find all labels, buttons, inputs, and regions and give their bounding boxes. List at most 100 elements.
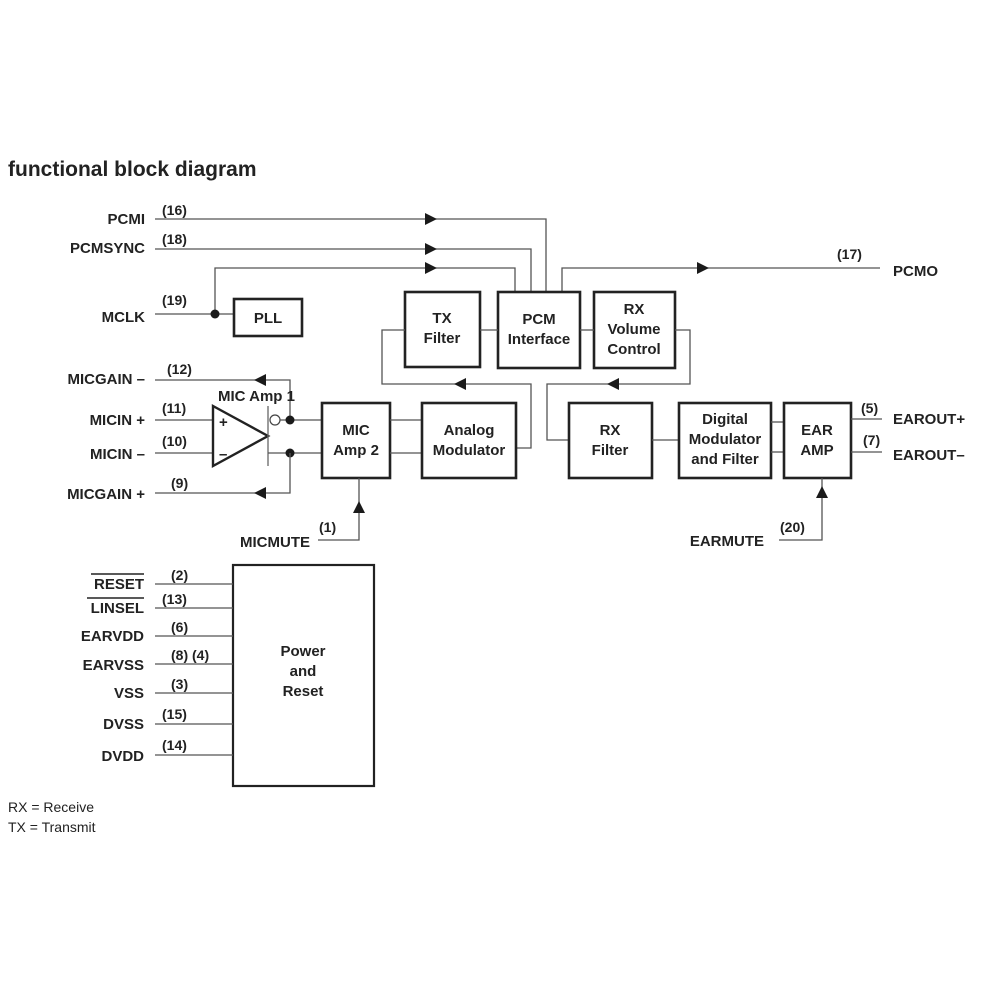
pll-block	[232, 297, 304, 338]
pin-label-pcmo: PCMO	[893, 263, 938, 280]
arrow-micgain-plus-icon	[254, 487, 266, 499]
opamp-plus-sign: +	[219, 414, 228, 431]
pin-number-linsel: (13)	[162, 591, 187, 607]
ear-amp-label-2: AMP	[800, 442, 833, 459]
arrow-pcmo-icon	[697, 262, 709, 274]
rx-volume-label-3: Control	[607, 341, 660, 358]
wire-earmute	[779, 478, 823, 541]
wire-pcmo	[561, 267, 880, 292]
pin-label-reset: RESET	[94, 576, 144, 593]
power-pin-earvss: EARVSS (8) (4)	[83, 647, 233, 674]
arrow-micgain-minus-icon	[254, 374, 266, 386]
opamp-minus-sign: –	[219, 446, 227, 463]
pin-label-earout-minus: EAROUT–	[893, 447, 965, 464]
wire-mclk-pcm	[214, 267, 516, 314]
rx-filter-label-1: RX	[600, 422, 621, 439]
diagram-title: functional block diagram	[8, 158, 257, 181]
pcm-interface-label-1: PCM	[522, 311, 555, 328]
pin-number-earout-minus: (7)	[863, 432, 880, 448]
wire-micgain-plus	[155, 453, 291, 494]
power-reset-label-2: and	[290, 663, 317, 680]
pin-label-earvss: EARVSS	[83, 657, 144, 674]
arrow-pcmi-icon	[425, 213, 437, 225]
rx-filter-block	[567, 401, 654, 480]
pin-label-mclk: MCLK	[102, 309, 145, 326]
wire-micgain-minus	[155, 379, 291, 420]
pin-label-pcmsync: PCMSYNC	[70, 240, 145, 257]
power-pin-earvdd: EARVDD (6)	[81, 619, 233, 645]
pin-number-earvss: (8) (4)	[171, 647, 209, 663]
power-pin-dvss: DVSS (15)	[103, 706, 233, 733]
arrow-tx-loop-icon	[454, 378, 466, 390]
arrow-rx-loop-icon	[607, 378, 619, 390]
pin-number-micin-plus: (11)	[162, 400, 186, 416]
tx-filter-label-1: TX	[432, 310, 451, 327]
pin-label-earvdd: EARVDD	[81, 628, 144, 645]
digital-modulator-block	[677, 401, 773, 480]
rx-filter-label-2: Filter	[592, 442, 629, 459]
wire-micmute	[318, 478, 360, 541]
pll-label: PLL	[254, 310, 282, 327]
pin-label-pcmi: PCMI	[108, 211, 146, 228]
pin-number-pcmi: (16)	[162, 202, 187, 218]
pin-number-micgain-plus: (9)	[171, 475, 188, 491]
pin-number-micgain-minus: (12)	[167, 361, 192, 377]
legend-rx: RX = Receive	[8, 799, 94, 815]
junction-dot-icon	[210, 309, 220, 319]
pcm-interface-label-2: Interface	[508, 331, 571, 348]
tx-filter-label-2: Filter	[424, 330, 461, 347]
power-reset-label-3: Reset	[283, 683, 324, 700]
pin-number-vss: (3)	[171, 676, 188, 692]
analog-modulator-label-2: Modulator	[433, 442, 506, 459]
power-pin-vss: VSS (3)	[114, 676, 233, 702]
rx-volume-label-2: Volume	[607, 321, 660, 338]
pin-number-pcmsync: (18)	[162, 231, 187, 247]
pin-label-micgain-minus: MICGAIN –	[67, 371, 145, 388]
inverting-output-bubble-icon	[269, 414, 281, 426]
pin-label-earmute: EARMUTE	[690, 533, 764, 550]
power-pin-linsel: LINSEL (13)	[87, 591, 233, 617]
pin-number-dvdd: (14)	[162, 737, 187, 753]
arrow-earmute-icon	[816, 486, 828, 498]
rx-volume-label-1: RX	[624, 301, 645, 318]
digital-modulator-label-2: Modulator	[689, 431, 762, 448]
digital-modulator-label-1: Digital	[702, 411, 748, 428]
pin-number-micmute: (1)	[319, 519, 336, 535]
arrow-micmute-icon	[353, 501, 365, 513]
power-pin-reset: RESET (2)	[91, 567, 233, 593]
pin-number-earmute: (20)	[780, 519, 805, 535]
wire-pcmsync	[155, 248, 532, 292]
pin-label-dvdd: DVDD	[101, 748, 144, 765]
pin-label-dvss: DVSS	[103, 716, 144, 733]
mic-amp2-block	[320, 401, 392, 480]
pin-number-mclk: (19)	[162, 292, 187, 308]
legend-tx: TX = Transmit	[8, 819, 96, 835]
arrow-mclk-icon	[425, 262, 437, 274]
pcm-interface-block	[496, 290, 582, 370]
ear-amp-block	[782, 401, 853, 480]
mic-amp2-label-1: MIC	[342, 422, 370, 439]
pin-label-micin-minus: MICIN –	[90, 446, 145, 463]
ear-amp-label-1: EAR	[801, 422, 833, 439]
power-pin-dvdd: DVDD (14)	[101, 737, 233, 765]
pin-number-dvss: (15)	[162, 706, 187, 722]
digital-modulator-label-3: and Filter	[691, 451, 759, 468]
pin-label-earout-plus: EAROUT+	[893, 411, 965, 428]
mic-amp2-label-2: Amp 2	[333, 442, 379, 459]
analog-modulator-block	[420, 401, 518, 480]
pin-number-earout-plus: (5)	[861, 400, 878, 416]
analog-modulator-label-1: Analog	[444, 422, 495, 439]
pin-number-pcmo: (17)	[837, 246, 862, 262]
pin-number-reset: (2)	[171, 567, 188, 583]
wire-pcmi	[155, 218, 547, 292]
junction-dot-icon	[285, 415, 295, 425]
pin-number-micin-minus: (10)	[162, 433, 187, 449]
pin-label-micgain-plus: MICGAIN +	[67, 486, 145, 503]
mic-amp1-label: MIC Amp 1	[218, 388, 295, 405]
power-reset-block	[231, 563, 376, 788]
power-reset-label-1: Power	[280, 643, 325, 660]
mic-amp1-opamp-icon	[211, 403, 271, 469]
pin-label-vss: VSS	[114, 685, 144, 702]
pin-label-linsel: LINSEL	[91, 600, 144, 617]
